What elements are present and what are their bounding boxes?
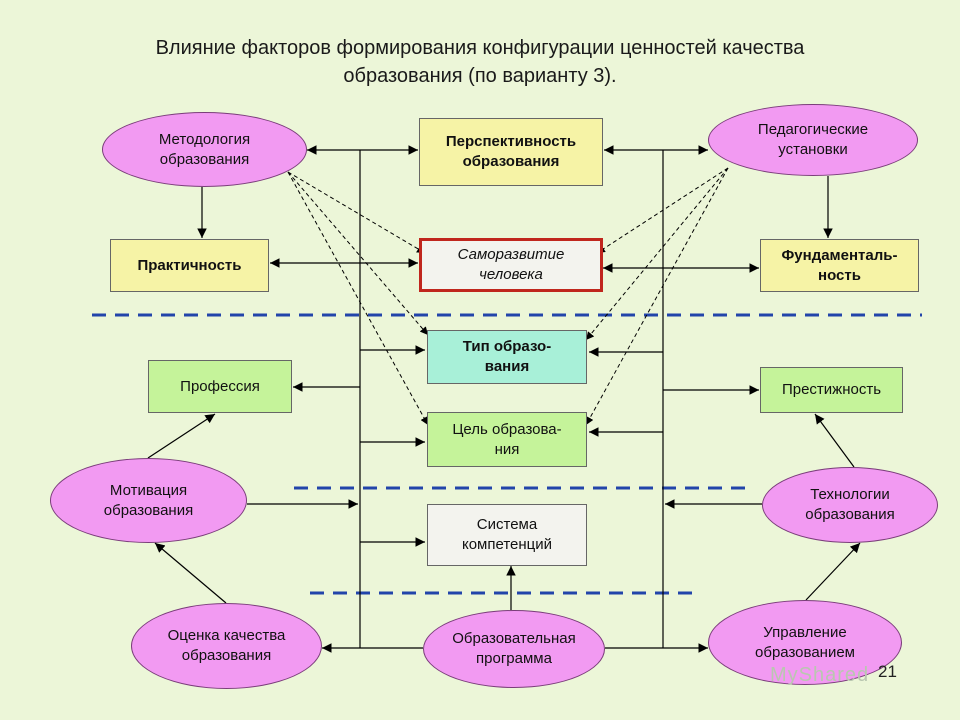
node-upravlenie-line-2: образованием — [755, 643, 855, 661]
node-professiya: Профессия — [148, 360, 292, 413]
node-perspektivnost-line-2: образования — [462, 153, 560, 170]
node-fundamental-line-2: ность — [818, 266, 861, 284]
watermark-text: MyShared — [770, 664, 870, 686]
dashed-pedagog-tip — [585, 167, 729, 341]
node-ocenka-line-2: образования — [181, 647, 272, 664]
node-metodologiya: Методология образования — [102, 112, 307, 187]
diagram-title: Влияние факторов формирования конфигурац… — [60, 34, 900, 90]
title-line-1: Влияние факторов формирования конфигурац… — [155, 37, 805, 59]
node-ocenka-line-1: Оценка качества — [167, 627, 286, 644]
dashed-pedagog-cel — [585, 167, 729, 426]
arrow-motivaciya-professiya — [147, 413, 216, 459]
arrow-tehnologii-prestizh — [814, 413, 855, 468]
node-pedagog: Педагогические установки — [708, 104, 918, 176]
node-motivaciya-line-1: Мотивация — [109, 481, 188, 499]
node-pedagog-line-1: Педагогические — [757, 121, 869, 138]
node-programma-line-2: программа — [476, 650, 552, 667]
node-perspektivnost: Перспективность образования — [419, 118, 603, 186]
node-tehnologii-line-2: образования — [805, 506, 895, 523]
title-line-2: образования (по варианту 3). — [343, 65, 617, 87]
node-upravlenie: Управление образованием — [708, 600, 902, 685]
arrow-ocenka-motivaciya — [154, 542, 227, 604]
node-metodologiya-line-2: образования — [159, 150, 250, 168]
dashed-metodologiya-samorazvitie — [287, 171, 426, 254]
dashed-metodologiya-cel — [287, 171, 429, 426]
arrow-upravlenie-tehnologii — [805, 542, 861, 601]
dashed-metodologiya-tip — [287, 171, 429, 336]
node-tehnologii: Технологии образования — [762, 467, 938, 543]
node-samorazvitie-line-2: человека — [479, 266, 543, 283]
node-tip: Тип образо-вания — [427, 330, 587, 384]
node-pedagog-line-2: установки — [778, 141, 848, 158]
node-motivaciya: Мотивация образования — [50, 458, 247, 543]
node-praktichnost: Практичность — [110, 239, 269, 292]
node-tip-line-2: вания — [484, 358, 530, 375]
node-metodologiya-line-1: Методология — [158, 130, 251, 148]
node-sistema-line-2: компетенций — [461, 536, 553, 553]
node-tehnologii-line-1: Технологии — [810, 486, 890, 503]
node-upravlenie-line-1: Управление — [763, 623, 847, 641]
node-prestizh: Престижность — [760, 367, 903, 413]
node-ocenka: Оценка качества образования — [131, 603, 322, 689]
node-fundamental-line-1: Фундаменталь- — [781, 246, 898, 264]
node-perspektivnost-line-1: Перспективность — [445, 133, 577, 150]
node-sistema: Система компетенций — [427, 504, 587, 566]
node-motivaciya-line-2: образования — [103, 501, 194, 519]
node-samorazvitie-line-1: Саморазвитие — [457, 246, 565, 263]
node-praktichnost-line-1: Практичность — [137, 256, 242, 274]
node-programma: Образовательная программа — [423, 610, 605, 688]
node-fundamental: Фундаменталь-ность — [760, 239, 919, 292]
node-programma-line-1: Образовательная — [452, 630, 576, 647]
node-cel-line-2: ния — [494, 440, 520, 458]
dashed-pedagog-samorazvitie — [596, 167, 729, 254]
node-cel-line-1: Цель образова- — [452, 420, 562, 438]
node-tip-line-1: Тип образо- — [462, 338, 552, 355]
node-professiya-line-1: Профессия — [180, 377, 260, 395]
page-number: 21 — [878, 662, 897, 681]
node-prestizh-line-1: Престижность — [781, 381, 882, 398]
node-samorazvitie: Саморазвитие человека — [419, 238, 603, 292]
node-cel: Цель образова-ния — [427, 412, 587, 467]
node-sistema-line-1: Система — [476, 516, 538, 533]
